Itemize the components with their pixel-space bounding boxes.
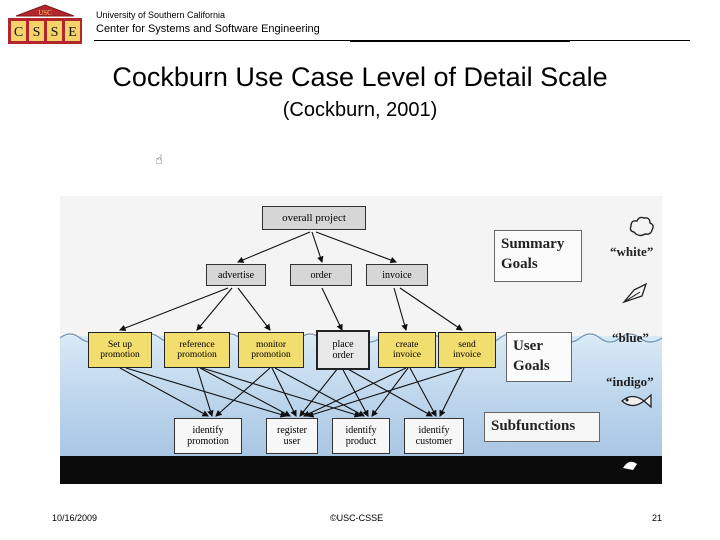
node-label-line: invoice xyxy=(393,350,421,360)
node-label-line: identify xyxy=(418,425,450,436)
node-label-line: promotion xyxy=(177,350,217,360)
node-label-line: identify xyxy=(192,425,224,436)
fish-icon xyxy=(621,393,652,409)
node-label-line: Set up xyxy=(107,339,132,350)
node-label-line: monitor xyxy=(255,339,287,350)
university-name: University of Southern California xyxy=(96,10,226,20)
node-label-line: place xyxy=(332,339,354,350)
level-label-line: User xyxy=(513,338,543,354)
center-name: Center for Systems and Software Engineer… xyxy=(96,23,320,35)
slide-subtitle: (Cockburn, 2001) xyxy=(282,99,438,121)
node-label-line: register xyxy=(277,425,307,436)
node-order: order xyxy=(290,264,352,286)
level-label-line: Summary xyxy=(501,236,565,252)
logo-usc-text: USC xyxy=(38,9,52,17)
cloud-icon xyxy=(629,216,654,237)
node-label-line: reference xyxy=(179,339,215,350)
node-label-line: create xyxy=(395,339,419,350)
node-label-line: user xyxy=(283,436,301,447)
tag-indigo: “indigo” xyxy=(606,374,654,389)
tag-white: “white” xyxy=(610,244,654,259)
footer-page-number: 21 xyxy=(652,513,663,523)
node-label-line: send xyxy=(458,339,476,350)
level-summary-goals: Summary Goals xyxy=(494,230,582,282)
level-label-line: Goals xyxy=(513,357,550,374)
tag-blue: “blue” xyxy=(612,330,649,345)
clam-icon xyxy=(623,461,637,470)
node-label-line: promotion xyxy=(251,350,291,360)
level-label-line: Goals xyxy=(501,255,538,272)
node-label-line: product xyxy=(345,436,377,447)
node-invoice: invoice xyxy=(366,264,428,286)
logo-letter-s2: S xyxy=(51,25,59,40)
logo-letter-c: C xyxy=(14,25,23,40)
footer-copyright: ©USC-CSSE xyxy=(330,513,384,523)
use-case-level-diagram: overall project advertise order invoice … xyxy=(60,196,662,484)
node-label-line: promotion xyxy=(187,436,229,447)
kite-icon xyxy=(622,282,648,304)
node-label-line: customer xyxy=(415,436,453,447)
node-overall-project: overall project xyxy=(262,206,366,230)
level-subfunctions: Subfunctions xyxy=(484,412,600,442)
logo-letter-s1: S xyxy=(33,25,41,40)
node-label-line: promotion xyxy=(100,350,140,360)
hand-cursor-icon: ☝ xyxy=(155,152,163,167)
node-label-line: order xyxy=(332,350,354,361)
connector-lines xyxy=(118,231,465,418)
level-user-goals: User Goals xyxy=(506,332,572,382)
logo-letter-e: E xyxy=(68,25,77,40)
footer-date: 10/16/2009 xyxy=(52,513,98,523)
node-advertise: advertise xyxy=(206,264,266,286)
slide-title: Cockburn Use Case Level of Detail Scale xyxy=(112,62,608,92)
header-divider-accent xyxy=(350,40,570,42)
node-label-line: invoice xyxy=(453,350,481,360)
usc-csse-logo: USC C S S E xyxy=(6,4,84,48)
node-label-line: identify xyxy=(345,425,377,436)
sea-floor xyxy=(60,456,662,484)
